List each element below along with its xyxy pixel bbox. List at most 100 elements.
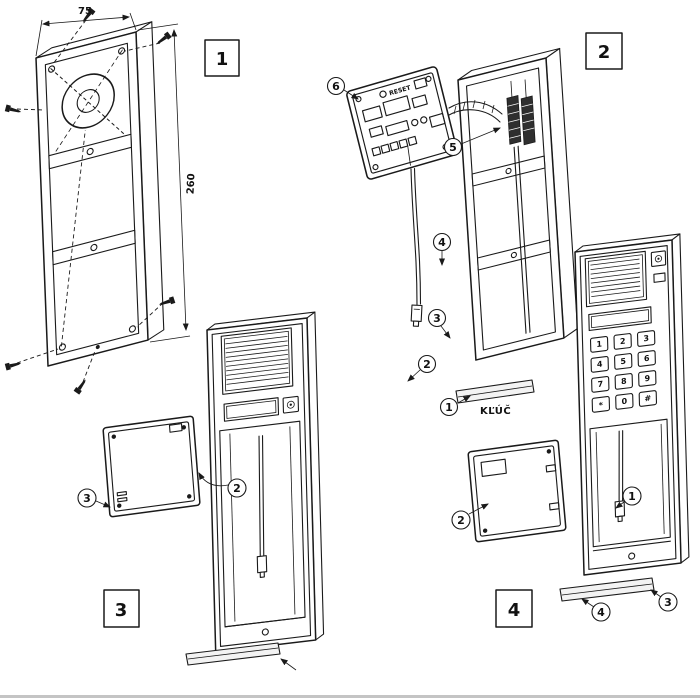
kluc-label: KĽÚČ (480, 404, 511, 417)
ribbon-cable (446, 99, 503, 123)
screw-axis-line (60, 129, 86, 347)
step-number: 5 (449, 141, 457, 154)
keypad-key[interactable] (637, 350, 656, 367)
panel4-number: 4 (508, 600, 521, 621)
keypad-key[interactable] (590, 355, 609, 373)
step-number: 6 (332, 80, 340, 93)
step-number: 4 (438, 236, 446, 249)
keypad-key[interactable] (615, 393, 634, 410)
cover-screw (187, 494, 192, 499)
dimension-height: 260 (137, 23, 198, 343)
key-label: * (599, 401, 604, 411)
box-inner-frame (44, 42, 140, 356)
dimension-width: 75 (35, 6, 137, 57)
step-number: 3 (664, 596, 672, 609)
screw-icon (73, 379, 86, 395)
dimension-height-value: 260 (185, 173, 197, 194)
knockout-circle-inner (76, 89, 100, 113)
divider-hole (510, 251, 517, 259)
cover-screw (546, 449, 552, 454)
screw-icon (4, 104, 22, 113)
keypad-key[interactable] (614, 373, 633, 390)
panel4-number-box: 4 (495, 589, 533, 628)
module-trimmer (420, 116, 428, 124)
module-component (411, 94, 428, 109)
open-interior (589, 418, 671, 548)
speaker-grille (220, 327, 294, 395)
cover-tab (545, 464, 557, 473)
dimension-width-value: 75 (78, 6, 92, 17)
key-label: 9 (644, 374, 650, 384)
key-label: 8 (621, 377, 627, 387)
step-badge-1: 1 (439, 395, 471, 417)
call-button[interactable] (282, 395, 300, 414)
divider-bar-2 (476, 239, 551, 271)
step-badge-2: 2 (198, 472, 247, 498)
screw-icon (156, 31, 172, 44)
module-trimmer (411, 118, 419, 127)
cover-slot (116, 491, 128, 497)
keypad: 1 2 3 4 5 6 7 8 9 * 0 # (589, 330, 658, 413)
panel3-audio-unit-drawing: 3 2 3 (77, 311, 325, 671)
module-terminal (371, 146, 382, 157)
interior-cable (258, 435, 261, 557)
cover-latch (168, 423, 183, 433)
keypad-key[interactable] (636, 330, 656, 347)
step-badge-3: 3 (427, 308, 451, 339)
key-label: 6 (644, 354, 650, 364)
call-button[interactable] (650, 250, 667, 268)
cover-screw (181, 425, 186, 430)
keypad-key[interactable] (613, 333, 632, 350)
module-component (368, 125, 384, 138)
knockout-circle-outer (61, 73, 115, 129)
step-badge-5: 5 (443, 127, 501, 157)
corner-hole (58, 343, 66, 351)
step-badge-2: 2 (407, 354, 437, 382)
step-number: 2 (423, 358, 431, 371)
corner-hole (118, 47, 126, 55)
key-label: 5 (620, 357, 626, 367)
scan-edge (0, 695, 700, 698)
module-connector (428, 112, 446, 128)
panel2-number-box: 2 (585, 32, 623, 70)
panel2-wiring-drawing: RESET (326, 32, 623, 417)
screw-icon (4, 362, 22, 371)
module-screw (425, 75, 432, 82)
module-component (385, 119, 410, 137)
key-label: 3 (643, 334, 649, 344)
keypad-key[interactable] (638, 370, 657, 387)
module-component (382, 95, 411, 117)
keypad-key[interactable] (591, 375, 610, 393)
keypad-key[interactable] (638, 390, 658, 407)
divider-bar-2 (52, 229, 136, 266)
bottom-hole (95, 344, 100, 350)
module-housing (346, 66, 458, 180)
bottom-rail (185, 642, 297, 671)
keypad-key[interactable] (591, 395, 611, 413)
module-terminal (398, 138, 409, 149)
panel1-number: 1 (216, 49, 229, 70)
step-number: 2 (457, 514, 465, 527)
keypad-key[interactable] (614, 353, 633, 370)
bottom-screw-hole (261, 628, 269, 636)
interior-cable (622, 430, 624, 502)
module-component (361, 105, 383, 123)
flush-mount-box (35, 21, 165, 367)
frame-inner (465, 67, 556, 351)
mounting-screws (4, 7, 176, 395)
speaker-grille (584, 250, 648, 308)
keypad-key[interactable] (589, 335, 609, 353)
step-badge-3: 3 (77, 488, 111, 508)
box-front-frame (35, 31, 149, 367)
step-badge-1: 1 (615, 486, 642, 509)
interior-cable (261, 435, 265, 557)
module-jumper (413, 77, 428, 90)
module-terminal (389, 141, 400, 152)
key-label: 7 (597, 380, 603, 390)
intercom-unit (206, 311, 325, 653)
bottom-screw-hole (628, 552, 636, 560)
key-label: # (644, 394, 651, 404)
bottom-rail (559, 577, 655, 602)
divider-hole (505, 167, 512, 175)
